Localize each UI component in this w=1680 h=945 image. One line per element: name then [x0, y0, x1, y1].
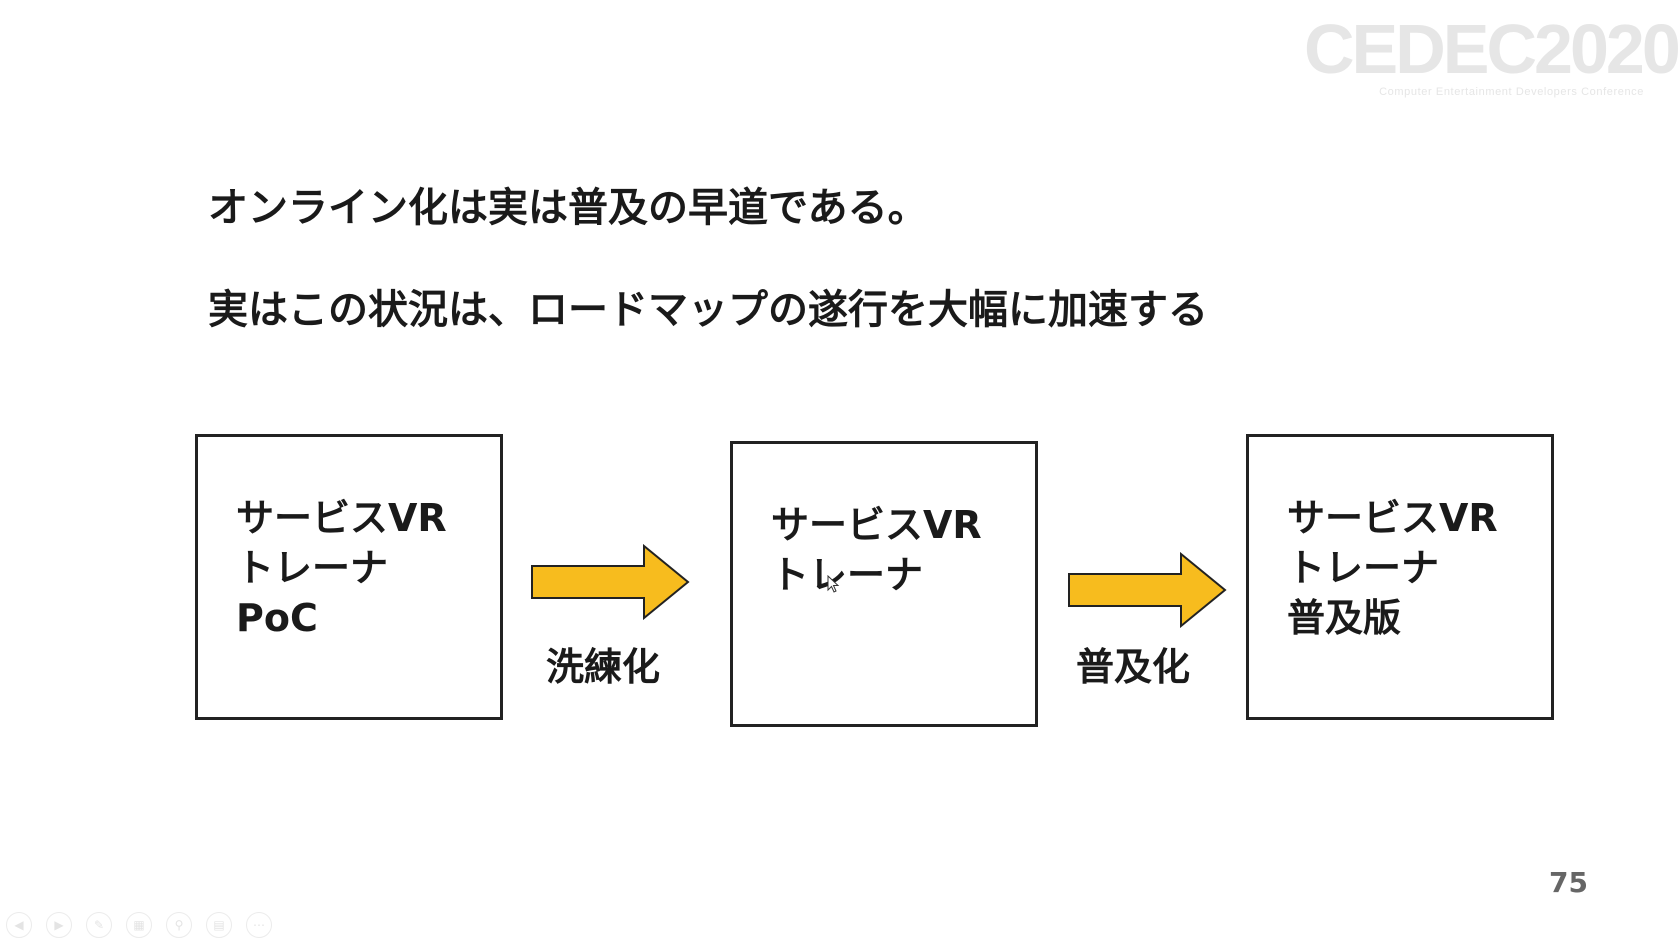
slides-icon[interactable]: ▦: [126, 912, 152, 938]
next-icon[interactable]: ▶: [46, 912, 72, 938]
headline-online-adoption: オンライン化は実は普及の早道である。: [208, 185, 928, 231]
box-line: サービスVR: [1287, 496, 1498, 540]
presentation-controls: ◀ ▶ ✎ ▦ ⚲ ▤ ⋯: [6, 912, 272, 940]
box-service-vr-trainer: サービスVR トレーナ: [730, 441, 1038, 727]
box-line: 普及版: [1287, 596, 1402, 640]
box-line: トレーナ: [771, 553, 924, 597]
arrow-right-icon: [531, 544, 690, 620]
box-line: サービスVR: [236, 496, 447, 540]
box-service-vr-trainer-popular-edition: サービスVR トレーナ 普及版: [1246, 434, 1554, 720]
arrow-label-refinement: 洗練化: [546, 645, 661, 689]
box-text: サービスVR トレーナ PoC: [236, 493, 447, 643]
page-number: 75: [1549, 866, 1588, 899]
headline-roadmap-acceleration: 実はこの状況は、ロードマップの遂行を大幅に加速する: [208, 287, 1208, 333]
box-text: サービスVR トレーナ 普及版: [1287, 493, 1498, 643]
more-icon[interactable]: ⋯: [246, 912, 272, 938]
box-line: サービスVR: [771, 503, 982, 547]
logo-text: CEDEC2020: [1304, 10, 1680, 88]
pen-icon[interactable]: ✎: [86, 912, 112, 938]
box-text: サービスVR トレーナ: [771, 500, 982, 600]
box-line: トレーナ: [236, 546, 389, 590]
zoom-icon[interactable]: ⚲: [166, 912, 192, 938]
arrow-right-icon: [1068, 552, 1227, 628]
arrow-label-popularization: 普及化: [1076, 645, 1191, 689]
box-service-vr-trainer-poc: サービスVR トレーナ PoC: [195, 434, 503, 720]
box-line: PoC: [236, 596, 318, 640]
mouse-cursor-icon: [827, 575, 840, 593]
subtitles-icon[interactable]: ▤: [206, 912, 232, 938]
logo-subtitle: Computer Entertainment Developers Confer…: [1379, 86, 1644, 98]
cedec-logo: CEDEC2020 Computer Entertainment Develop…: [1304, 10, 1680, 98]
box-line: トレーナ: [1287, 546, 1440, 590]
previous-icon[interactable]: ◀: [6, 912, 32, 938]
